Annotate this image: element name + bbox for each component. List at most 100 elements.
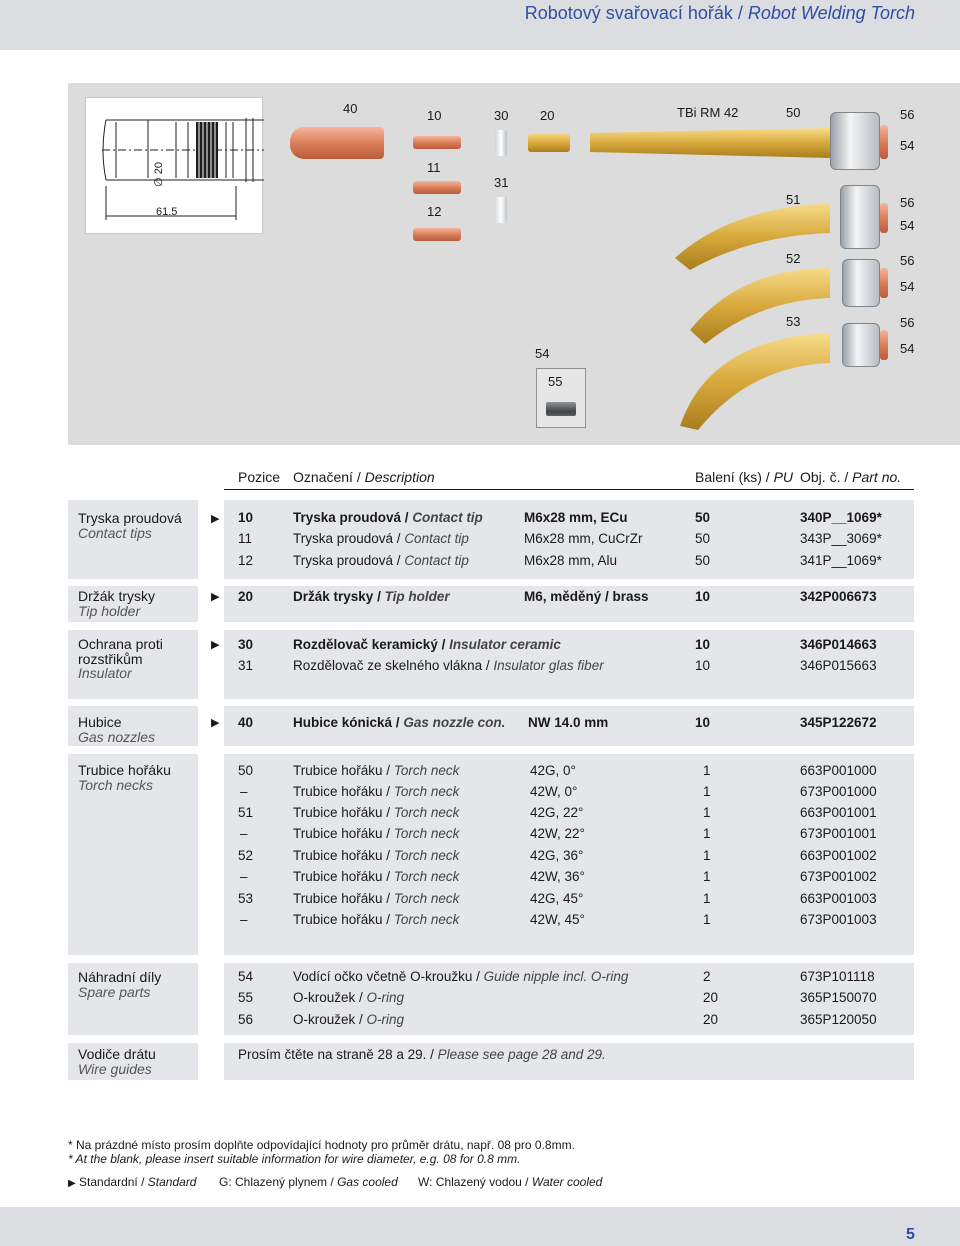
fig-label-50: 50: [786, 105, 801, 120]
pos-cell: 54: [238, 969, 254, 984]
fig-label-12: 12: [427, 204, 442, 219]
description-cell: Vodící očko včetně O-kroužku / Guide nip…: [293, 969, 629, 984]
fig-label-40: 40: [343, 101, 358, 116]
pu-cell: 1: [703, 784, 711, 799]
description-cell: Hubice kónická / Gas nozzle con.: [293, 715, 506, 730]
pu-cell: 1: [703, 891, 711, 906]
pu-cell: 20: [703, 1012, 719, 1027]
legend-gas-cooled: G: Chlazený plynem / Gas cooled: [219, 1175, 398, 1189]
spec-cell: 42W, 22°: [530, 826, 585, 841]
torch-necks-svg: [590, 128, 830, 430]
fig-label-54c: 54: [900, 279, 915, 294]
pos-cell: 52: [238, 848, 254, 863]
spec-cell: 42W, 0°: [530, 784, 578, 799]
legend-standard: ▶ Standardní / Standard: [68, 1175, 197, 1189]
pos-cell: –: [240, 912, 248, 927]
pu-cell: 10: [695, 589, 711, 604]
spec-cell: 42G, 22°: [530, 805, 584, 820]
pu-cell: 1: [703, 869, 711, 884]
part-no-cell: 673P001000: [800, 784, 877, 799]
pu-cell: 1: [703, 848, 711, 863]
fig-label-30: 30: [494, 108, 509, 123]
footnote-en: * At the blank, please insert suitable i…: [68, 1152, 521, 1166]
pu-cell: 1: [703, 826, 711, 841]
pos-cell: –: [240, 869, 248, 884]
footnote-cz: * Na prázdné místo prosím doplňte odpoví…: [68, 1138, 575, 1152]
spec-cell: 42G, 45°: [530, 891, 584, 906]
pos-cell: –: [240, 826, 248, 841]
pu-cell: 10: [695, 637, 711, 652]
nozzle-drawing: [85, 97, 264, 234]
pos-cell: 20: [238, 589, 254, 604]
description-cell: Trubice hořáku / Torch neck: [293, 826, 460, 841]
page-footer: [0, 1207, 960, 1246]
spec-cell: M6, měděný / brass: [524, 589, 649, 604]
part-no-cell: 663P001000: [800, 763, 877, 778]
insulator-fiber-image: [495, 197, 507, 223]
pu-cell: 50: [695, 531, 711, 546]
wire-guides-note: Prosím čtěte na straně 28 a 29. / Please…: [238, 1047, 606, 1062]
header-divider: [224, 489, 914, 490]
legend-water-cooled: W: Chlazený vodou / Water cooled: [418, 1175, 603, 1189]
insulator-ceramic-image: [495, 130, 507, 156]
pos-cell: 55: [238, 990, 254, 1005]
fig-label-56a: 56: [900, 107, 915, 122]
fig-label-20: 20: [540, 108, 555, 123]
fig-label-56d: 56: [900, 315, 915, 330]
drawing-diameter: ∅ 20: [152, 162, 165, 187]
part-no-cell: 345P122672: [800, 715, 877, 730]
torch-neck-22: [675, 203, 830, 270]
pos-cell: 12: [238, 553, 254, 568]
fig-label-52: 52: [786, 251, 801, 266]
part-no-cell: 663P001002: [800, 848, 877, 863]
pu-cell: 50: [695, 553, 711, 568]
description-cell: Tryska proudová / Contact tip: [293, 553, 469, 568]
pu-cell: 2: [703, 969, 711, 984]
o-ring-image-b: [880, 203, 888, 233]
contact-tip-image-10: [413, 136, 461, 149]
part-no-cell: 343P__3069*: [800, 531, 882, 546]
spec-cell: 42G, 0°: [530, 763, 576, 778]
description-cell: Rozdělovač keramický / Insulator ceramic: [293, 637, 561, 652]
fig-label-56c: 56: [900, 253, 915, 268]
part-no-cell: 340P__1069*: [800, 510, 882, 525]
description-cell: Rozdělovač ze skelného vlákna / Insulato…: [293, 658, 604, 673]
col-header-packing: Balení (ks) / PU: [695, 469, 794, 485]
description-cell: Držák trysky / Tip holder: [293, 589, 450, 604]
spec-cell: M6x28 mm, CuCrZr: [524, 531, 643, 546]
pu-cell: 1: [703, 912, 711, 927]
col-header-description: Označení / Description: [293, 469, 435, 485]
part-no-cell: 663P001003: [800, 891, 877, 906]
o-ring-image-d: [880, 330, 888, 360]
contact-tip-image-12: [413, 228, 461, 241]
tip-holder-image: [528, 134, 570, 152]
pu-cell: 10: [695, 658, 711, 673]
pu-cell: 10: [695, 715, 711, 730]
torch-neck-0: [590, 128, 830, 158]
o-ring-image-c: [880, 268, 888, 298]
page-header: [0, 0, 960, 50]
fig-label-53: 53: [786, 314, 801, 329]
description-cell: Trubice hořáku / Torch neck: [293, 805, 460, 820]
description-cell: Tryska proudová / Contact tip: [293, 531, 469, 546]
part-no-cell: 346P015663: [800, 658, 877, 673]
guide-nipple-image: [546, 402, 576, 416]
pos-cell: 50: [238, 763, 254, 778]
gas-nozzle-image: [290, 127, 384, 159]
pu-cell: 1: [703, 763, 711, 778]
fig-label-54a: 54: [900, 138, 915, 153]
fig-label-tbi: TBi RM 42: [677, 105, 739, 120]
part-no-cell: 365P150070: [800, 990, 877, 1005]
fig-label-11: 11: [427, 160, 441, 175]
part-no-cell: 673P001001: [800, 826, 877, 841]
standard-marker-icon: ▶: [211, 591, 220, 603]
spec-cell: 42G, 36°: [530, 848, 584, 863]
fig-label-54b: 54: [900, 218, 915, 233]
page-title: Robotový svařovací hořák / Robot Welding…: [524, 3, 915, 23]
description-cell: Trubice hořáku / Torch neck: [293, 869, 460, 884]
description-cell: Tryska proudová / Contact tip: [293, 510, 483, 525]
pos-cell: 51: [238, 805, 254, 820]
